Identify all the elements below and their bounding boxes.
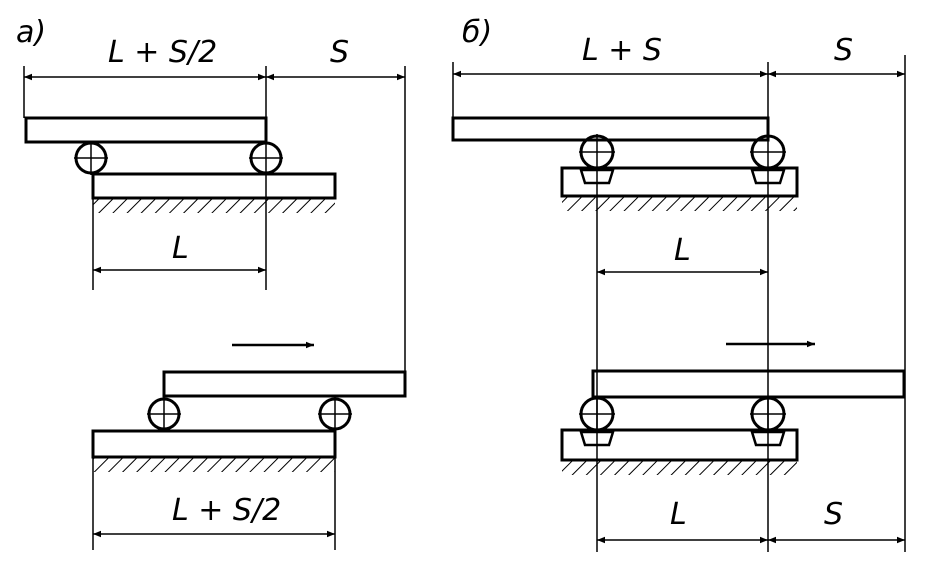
panel-b-mid-dimension [596, 168, 769, 552]
panel-b-bottom-dim-left-label: L [670, 497, 687, 532]
panel-a-top-dimension [23, 66, 406, 378]
panel-b-bottom-roller-right [750, 396, 786, 432]
panel-a-bottom-assembly [91, 370, 407, 472]
panel-a-label: а) [16, 15, 47, 50]
panel-b-top-bearing-left [579, 168, 615, 185]
panel-b-bottom-ground-hatch [562, 461, 797, 475]
panel-a-bottom-roller-left [147, 397, 181, 431]
panel-b-mid-dim-label: L [674, 233, 691, 268]
panel-b-top-bearing-right [750, 168, 786, 185]
panel-a-bottom-roller-right [318, 397, 352, 431]
panel-b-top-dim-left-label: L + S [582, 33, 662, 68]
panel-a-bottom-base-plate [91, 429, 337, 459]
panel-a-top-roller-right [249, 141, 283, 175]
panel-a-top-ground-hatch [93, 199, 335, 213]
panel-a-top-dim-left-label: L + S/2 [108, 35, 218, 70]
panel-a-top-dim-right-label: S [330, 35, 350, 70]
panel-a-bottom-ground-hatch [93, 458, 335, 472]
panel-b-bottom-roller-left [579, 396, 615, 432]
panel-a-mid-dim-label: L [172, 231, 189, 266]
panel-a-bottom-moving-plate [162, 370, 407, 398]
panel-b-bottom-dim-right-label: S [824, 497, 844, 532]
panel-a-top-assembly [24, 116, 337, 213]
panel-a-bottom-dim-label: L + S/2 [172, 493, 282, 528]
panel-a-mid-dimension [92, 174, 267, 290]
panel-b-top-moving-plate [451, 116, 770, 142]
panel-b-bottom-bearing-right [750, 430, 786, 447]
panel-b-bottom-base-tray [560, 428, 799, 462]
panel-b-bottom-moving-plate [591, 369, 906, 399]
panel-a-top-base-plate [91, 172, 337, 200]
panel-b-bottom-bearing-left [579, 430, 615, 447]
panel-a-bottom-dimension [92, 431, 336, 550]
panel-b-top-dim-right-label: S [834, 33, 854, 68]
panel-a-top-moving-plate [24, 116, 268, 144]
panel-b-top-dimension [452, 55, 906, 552]
panel-b-top-ground-hatch [562, 197, 797, 211]
panel-b-top-base-tray [560, 166, 799, 198]
panel-b-label: б) [462, 15, 493, 50]
panel-b-top-assembly [451, 116, 799, 211]
panel-b-bottom-assembly [560, 369, 906, 475]
panel-a-top-roller-left [74, 141, 108, 175]
